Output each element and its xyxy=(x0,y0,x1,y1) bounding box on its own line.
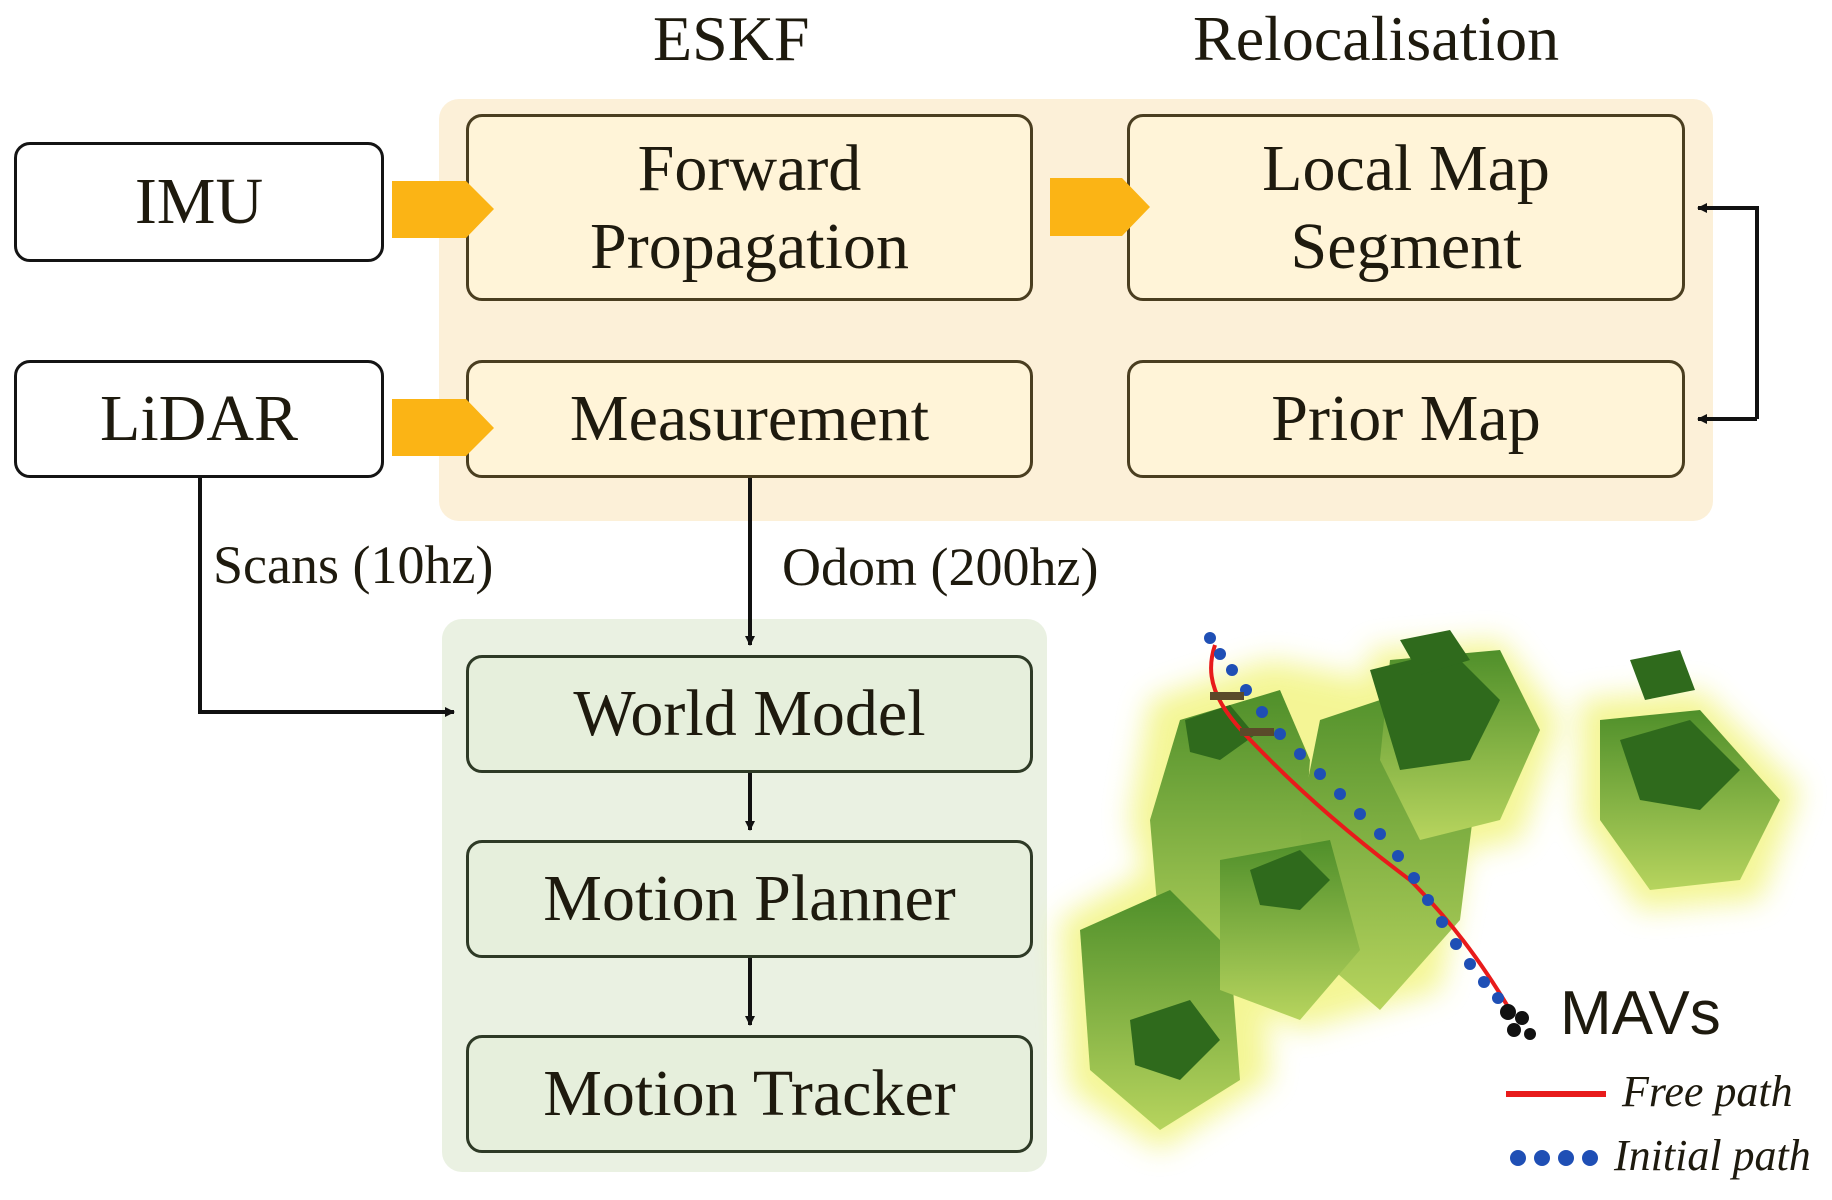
obstacle-canopy xyxy=(1130,630,1740,1080)
initial-path-legend-label: Initial path xyxy=(1614,1131,1811,1180)
eskf-header: ESKF xyxy=(653,3,810,74)
measurement-box: Measurement xyxy=(466,360,1033,478)
motion-planner-label: Motion Planner xyxy=(543,862,956,936)
forward-to-localmap-arrow xyxy=(1050,178,1150,236)
free-path-legend-label: Free path xyxy=(1622,1067,1793,1116)
prior-map-local-map-connector xyxy=(1697,203,1759,424)
odom-label: Odom (200hz) xyxy=(782,537,1099,597)
scans-connector xyxy=(198,478,455,717)
lidar-to-measurement-arrow xyxy=(392,399,494,456)
free-path-line xyxy=(1209,644,1512,1012)
forward-propagation-box: Forward Propagation xyxy=(466,114,1033,301)
mavs-label: MAVs xyxy=(1560,979,1721,1048)
imu-box: IMU xyxy=(14,142,384,262)
initial-path-dots xyxy=(1204,632,1504,1004)
imu-label: IMU xyxy=(134,165,264,239)
motion-tracker-box: Motion Tracker xyxy=(466,1035,1033,1153)
world-model-box: World Model xyxy=(466,655,1033,773)
scans-label: Scans (10hz) xyxy=(213,535,494,595)
world-model-label: World Model xyxy=(573,677,926,751)
motion-tracker-label: Motion Tracker xyxy=(543,1057,956,1131)
imu-to-forward-arrow xyxy=(392,181,494,238)
forward-propagation-label: Forward Propagation xyxy=(590,131,909,283)
initial-path-legend-swatch xyxy=(1510,1150,1598,1166)
local-map-segment-label: Local Map Segment xyxy=(1262,131,1550,283)
relocalisation-header: Relocalisation xyxy=(1193,3,1560,74)
motion-planner-box: Motion Planner xyxy=(466,840,1033,958)
mav-markers xyxy=(1210,692,1536,1040)
lidar-label: LiDAR xyxy=(100,382,298,456)
prior-map-box: Prior Map xyxy=(1127,360,1685,478)
measurement-label: Measurement xyxy=(569,382,930,456)
local-map-segment-box: Local Map Segment xyxy=(1127,114,1685,301)
lidar-box: LiDAR xyxy=(14,360,384,478)
prior-map-label: Prior Map xyxy=(1271,382,1541,456)
